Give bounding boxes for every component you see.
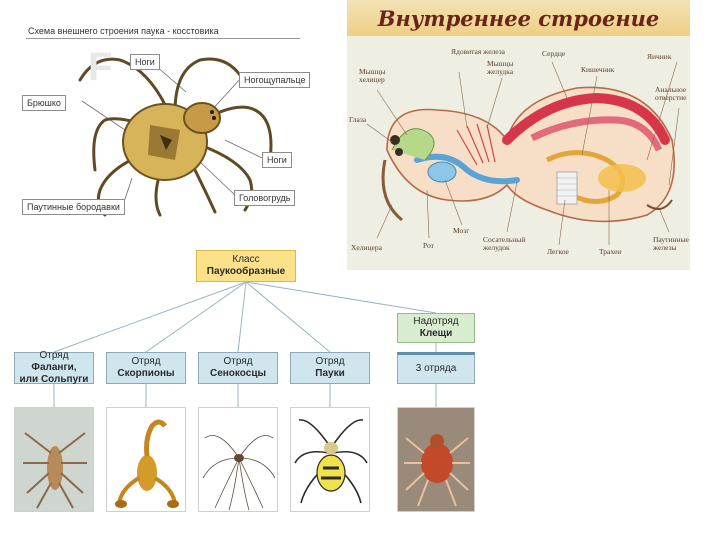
tick-image — [397, 407, 475, 512]
label-intestine: Кишечник — [581, 65, 615, 74]
label-silk-glands: Паутинные железы — [653, 235, 689, 252]
solifuge-image — [14, 407, 94, 512]
callout-belly: Брюшко — [22, 95, 66, 111]
class-arachnida-box: Класс Паукообразные — [196, 250, 296, 282]
label-heart: Сердце — [542, 49, 566, 58]
order-line3: или Сольпуги — [19, 374, 89, 385]
label-poison-gland: Ядовитая железа — [451, 47, 506, 56]
order-box-harvestmen: Отряд Сенокосцы — [198, 352, 278, 384]
superorder-line1: Надотряд — [413, 316, 459, 327]
order-line1: Отряд — [131, 356, 161, 367]
external-structure-panel: F Схема внешнего строения паука - косcто… — [0, 0, 340, 236]
order-line2: Фаланги, — [31, 362, 77, 373]
callout-eyes: Ноги — [262, 152, 292, 168]
label-lung: Легкое — [547, 247, 569, 256]
scorpion-image — [106, 407, 186, 512]
ticks-orders-box: 3 отряда — [397, 352, 475, 384]
spider-image — [290, 407, 370, 512]
order-box-solifugae: Отряд Фаланги, или Сольпуги — [14, 350, 94, 385]
label-chelicera: Хелицера — [351, 243, 382, 252]
callout-cephalothorax: Головогрудь — [234, 190, 296, 206]
superorder-line2: Клещи — [419, 328, 453, 339]
spider-internal-drawing — [366, 61, 680, 246]
label-stomach-muscles: Мышцы желудка — [487, 59, 514, 76]
callout-pedipalps: Ногощупальце — [239, 72, 311, 88]
order-line2: Пауки — [315, 368, 345, 379]
order-box-spiders: Отряд Пауки — [290, 352, 370, 384]
order-line2: Скорпионы — [117, 368, 175, 379]
label-brain: Мозг — [453, 226, 470, 235]
label-chelicera-muscles: Мышцы хелицер — [359, 67, 386, 84]
internal-structure-title: Внутреннее строение — [377, 6, 660, 31]
label-trachea: Трахеи — [599, 247, 622, 256]
spider-external-drawing: F — [78, 45, 273, 217]
label-anal-opening: Анальное отверстие — [655, 85, 687, 102]
external-diagram-title: Схема внешнего строения паука - косcтови… — [28, 26, 219, 36]
order-line1: Отряд — [223, 356, 253, 367]
internal-title-bar — [347, 0, 690, 36]
class-box-line2: Паукообразные — [206, 266, 286, 277]
svg-text:F: F — [88, 45, 112, 89]
label-sucking-stomach: Сосательный желудок — [483, 235, 526, 252]
callout-spinnerets: Паутинные бородавки — [22, 199, 125, 215]
callout-legs: Ноги — [130, 54, 160, 70]
class-box-line1: Класс — [232, 254, 260, 265]
ticks-orders-label: 3 отряда — [415, 363, 457, 374]
label-ovary: Яичник — [647, 52, 672, 61]
harvestman-image — [198, 407, 278, 512]
label-eyes: Глаза — [349, 115, 367, 124]
order-line1: Отряд — [315, 356, 345, 367]
order-box-scorpions: Отряд Скорпионы — [106, 352, 186, 384]
order-line1: Отряд — [39, 350, 69, 361]
order-line2: Сенокосцы — [209, 368, 267, 379]
label-mouth: Рот — [423, 241, 434, 250]
superorder-ticks-box: Надотряд Клещи — [397, 313, 475, 343]
title-underline — [26, 38, 300, 39]
internal-structure-panel: Внутреннее строение — [347, 0, 690, 270]
